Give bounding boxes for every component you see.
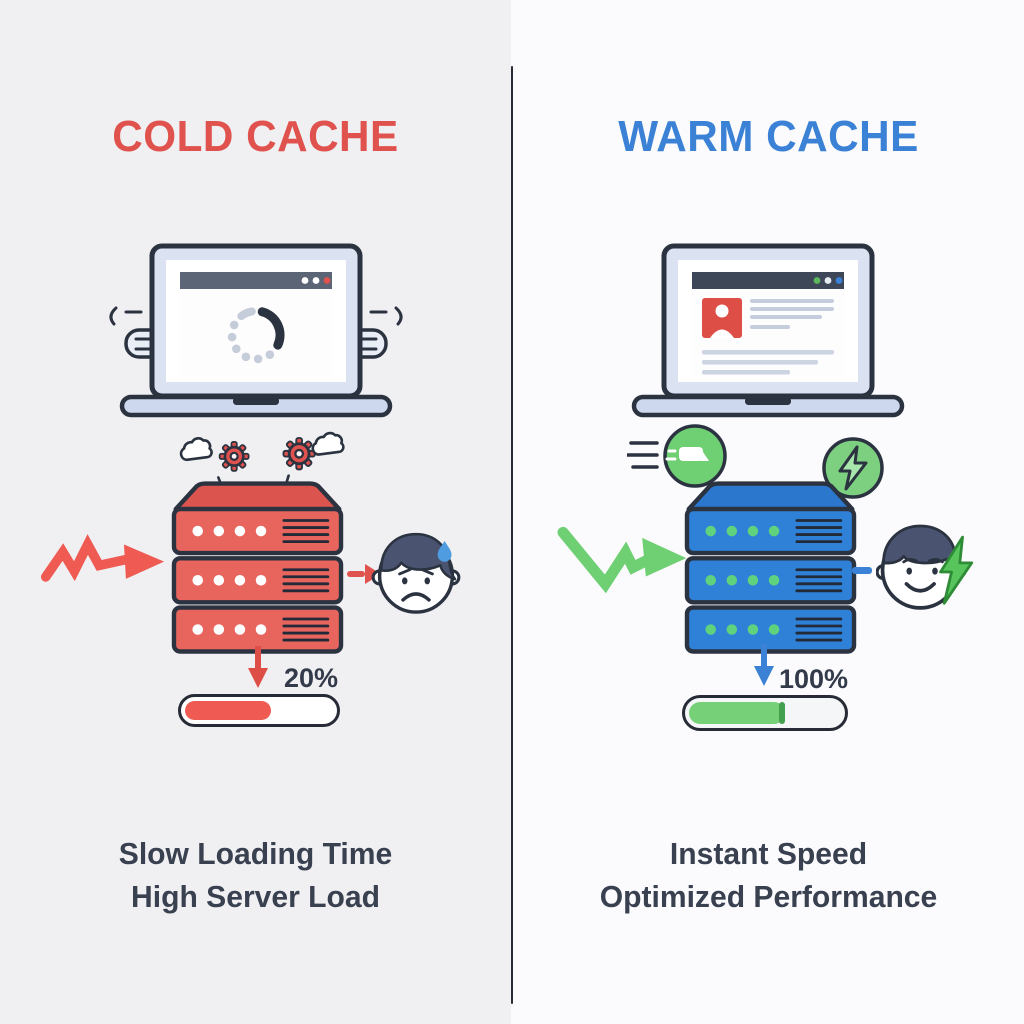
progress-bar	[682, 695, 848, 731]
cold-cache-panel: COLD CACHE	[0, 0, 511, 1024]
gear-icon	[282, 437, 316, 471]
smoke-icon	[311, 431, 345, 456]
avatar	[702, 298, 742, 338]
speed-badge-icon	[627, 424, 727, 488]
page-content	[702, 298, 834, 375]
caption-line: High Server Load	[131, 879, 380, 914]
progress-fill	[689, 702, 785, 724]
browser-dot	[323, 277, 331, 284]
overloaded-server-icon	[171, 481, 344, 654]
spinner-icon	[227, 307, 285, 364]
down-arrow-icon	[248, 646, 268, 688]
progress-fill	[185, 701, 271, 720]
happy-face-icon	[876, 524, 974, 610]
caption-line: Optimized Performance	[599, 879, 938, 914]
green-zigzag-arrow-icon	[557, 526, 687, 594]
browser-dot	[312, 277, 320, 284]
warm-cache-panel: WARM CACHE	[513, 0, 1024, 1024]
browser-dot	[835, 277, 843, 284]
lightning-badge-icon	[822, 437, 884, 499]
smoke-icon	[179, 437, 213, 462]
bolt-icon	[838, 445, 868, 491]
progress-percent: 20%	[283, 663, 338, 693]
gear-icon	[218, 440, 250, 472]
fast-rocket-icon	[665, 447, 709, 461]
optimized-server-icon	[684, 481, 857, 654]
cold-caption: Slow Loading Time High Server Load	[8, 832, 504, 918]
laptop-loading-icon	[109, 243, 403, 418]
progress-percent: 100%	[778, 664, 848, 694]
red-zigzag-arrow-icon	[40, 534, 165, 582]
cold-title: COLD CACHE	[112, 112, 399, 161]
caption-line: Slow Loading Time	[118, 836, 393, 871]
laptop-loaded-icon	[631, 243, 905, 418]
warm-title: WARM CACHE	[618, 112, 919, 161]
divider-line	[511, 66, 513, 1004]
caption-line: Instant Speed	[669, 836, 868, 871]
sweat-drop-icon	[437, 541, 452, 562]
progress-fill-cap	[779, 702, 785, 724]
warm-caption: Instant Speed Optimized Performance	[521, 832, 1017, 918]
browser-dot	[813, 277, 821, 284]
browser-dot	[301, 277, 309, 284]
lightning-bolt-icon	[939, 535, 974, 605]
progress-bar	[178, 694, 340, 727]
down-arrow-icon	[754, 644, 774, 686]
browser-dot	[824, 277, 832, 284]
connector-dash	[852, 567, 872, 574]
hair	[380, 532, 457, 581]
sad-face-icon	[371, 532, 461, 614]
